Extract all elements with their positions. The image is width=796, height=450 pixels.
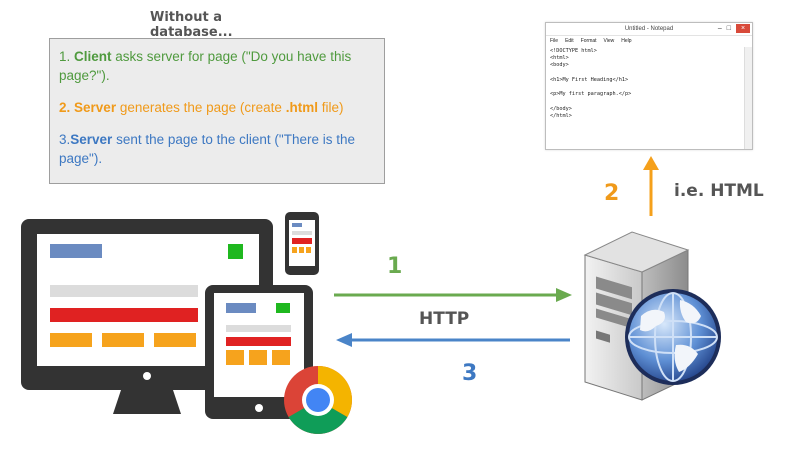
arrow-2-up xyxy=(643,156,659,216)
notepad-title: Untitled - Notepad xyxy=(624,26,674,32)
code-line: <p>My first paragraph.</p> xyxy=(550,91,632,98)
arrow-1-number: 1 xyxy=(387,254,403,279)
notepad-scrollbar[interactable] xyxy=(744,47,752,149)
notepad-window: Untitled - Notepad –□× File Edit Format Vie… xyxy=(545,22,753,150)
tablet-icon xyxy=(205,285,313,419)
menu-file[interactable]: File xyxy=(550,38,559,44)
arrow-2-label: i.e. HTML xyxy=(674,181,764,201)
code-line: <h1>My First Heading</h1> xyxy=(550,76,629,83)
window-controls: –□× xyxy=(718,24,750,33)
phone-icon xyxy=(285,212,319,275)
step-1-number: 1. xyxy=(59,49,71,64)
chrome-logo-icon xyxy=(284,366,352,434)
code-line: <body> xyxy=(550,62,569,69)
code-line: </html> xyxy=(550,112,572,119)
code-line: </body> xyxy=(550,105,572,112)
globe-icon xyxy=(625,289,721,385)
step-2-text-end: file) xyxy=(317,100,344,115)
close-icon[interactable]: × xyxy=(736,24,750,33)
arrow-3-response xyxy=(336,333,570,347)
code-line: <!DOCTYPE html> xyxy=(550,48,597,54)
http-label: HTTP xyxy=(419,309,470,329)
steps-box: 1. Client asks server for page ("Do you … xyxy=(49,38,385,184)
step-2-text: generates the page (create xyxy=(116,100,286,115)
step-1-actor: Client xyxy=(74,49,112,64)
notepad-text-area[interactable]: <!DOCTYPE html><html><body>​<h1>My First… xyxy=(546,46,752,122)
menu-format[interactable]: Format xyxy=(580,38,597,44)
step-2-highlight: .html xyxy=(285,100,318,115)
minimize-icon[interactable]: – xyxy=(717,25,727,32)
step-3-actor: Server xyxy=(70,132,113,147)
maximize-icon[interactable]: □ xyxy=(726,25,736,32)
notepad-menu: File Edit Format View Help xyxy=(546,36,752,46)
step-2-number: 2. xyxy=(59,100,71,115)
step-1-text: asks server for page ("Do you have this … xyxy=(59,49,352,83)
step-3: 3.Server sent the page to the client ("T… xyxy=(59,130,375,168)
arrow-1-request xyxy=(334,288,572,302)
menu-edit[interactable]: Edit xyxy=(565,38,574,44)
diagram-title: Without a database... xyxy=(150,10,233,40)
arrow-3-number: 3 xyxy=(462,361,478,386)
menu-help[interactable]: Help xyxy=(621,38,632,44)
notepad-titlebar: Untitled - Notepad –□× xyxy=(546,23,752,36)
step-1: 1. Client asks server for page ("Do you … xyxy=(59,47,375,85)
step-2-actor: Server xyxy=(74,100,117,115)
arrow-2-number: 2 xyxy=(604,181,620,206)
menu-view[interactable]: View xyxy=(603,38,615,44)
step-2: 2. Server generates the page (create .ht… xyxy=(59,98,375,117)
step-3-number: 3. xyxy=(59,132,71,147)
step-3-text: sent the page to the client ("There is t… xyxy=(59,132,355,166)
code-line: <html> xyxy=(550,55,569,62)
